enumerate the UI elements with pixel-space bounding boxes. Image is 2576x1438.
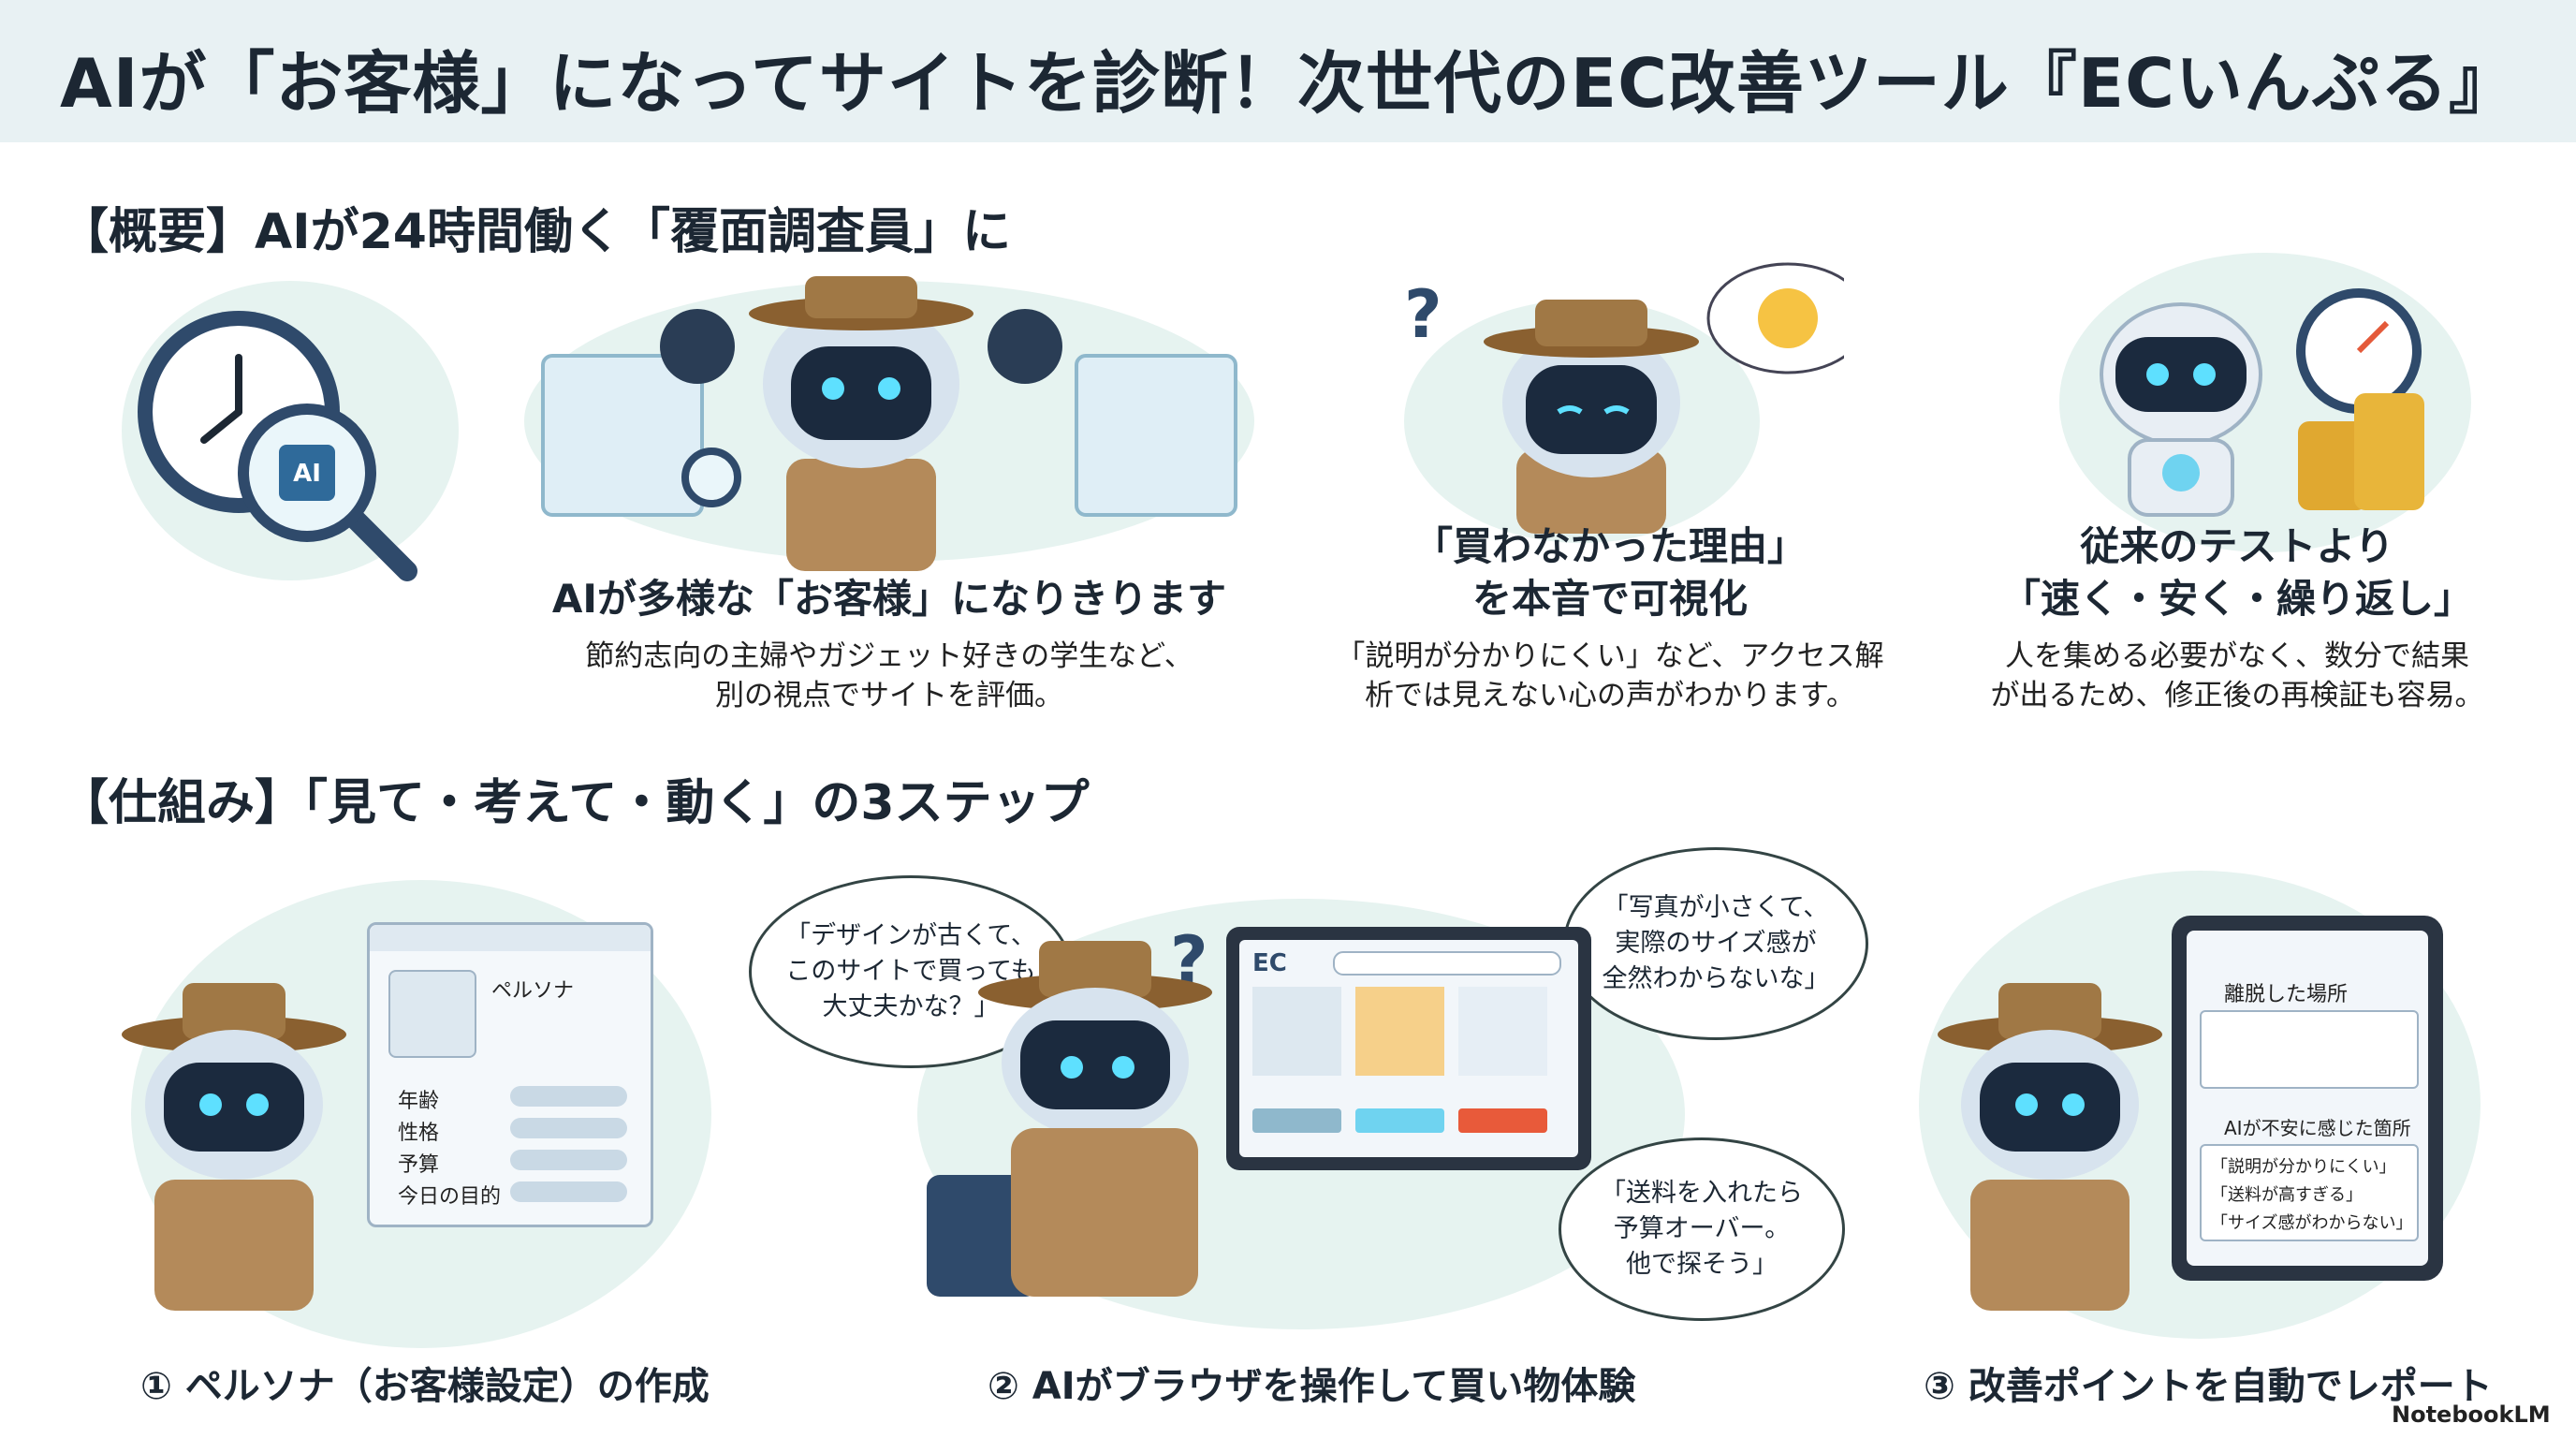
report-section-dropoff: 離脱した場所 [2224, 983, 2349, 1006]
feature-3-desc: 人を集める必要がなく、数分で結果 が出るため、修正後の再検証も容易。 [1990, 639, 2484, 712]
report-section-anxiety: AIが不安に感じた箇所 [2224, 1117, 2411, 1139]
detective-robot-at-computer-illustration: ? [927, 927, 1212, 1297]
robot-stopwatch-coins-illustration [2100, 288, 2424, 517]
persona-dropdown[interactable] [510, 1086, 627, 1107]
detective-robot-pointing-illustration [122, 983, 346, 1311]
feature-3-title: 従来のテストより 「速く・安く・繰り返し」 [2000, 523, 2473, 622]
persona-dropdown[interactable] [510, 1118, 627, 1138]
feature-1-desc: 節約志向の主婦やガジェット好きの学生など、 別の視点でサイトを評価。 [585, 639, 1193, 712]
browser-logo: EC [1252, 949, 1287, 977]
report-item: 「サイズ感がわからない」 [2211, 1213, 2413, 1233]
clock-badge-text: AI [293, 460, 321, 488]
tablet-report: 離脱した場所 AIが不安に感じた箇所 「説明が分かりにくい」 「送料が高すぎる」… [2172, 916, 2443, 1281]
mechanism-heading: 【仕組み】「見て・考えて・動く」の3ステップ [60, 775, 1090, 831]
step-1-label: ① ペルソナ（お客様設定）の作成 [140, 1365, 710, 1408]
cart-icon[interactable] [1458, 987, 1547, 1076]
report-item: 「説明が分かりにくい」 [2211, 1157, 2396, 1177]
overview-heading: 【概要】AIが24時間働く「覆面調査員」に [60, 204, 1011, 260]
persona-card: ペルソナ 年齢 性格 予算 今日の目的 [367, 922, 653, 1227]
sad-detective-robot-illustration: ? [1404, 262, 1844, 534]
anxiety-list: 「説明が分かりにくい」 「送料が高すぎる」 「サイズ感がわからない」 [2200, 1144, 2419, 1241]
persona-field-personality: 性格 [398, 1122, 440, 1145]
computer-monitor: EC [1226, 927, 1591, 1170]
step-2-label: ② AIがブラウザを操作して買い物体験 [988, 1365, 1636, 1408]
detective-robot-disguise-illustration [541, 276, 1237, 571]
feature-2-desc: 「説明が分かりにくい」など、アクセス解 析では見えない心の声がわかります。 [1336, 639, 1884, 712]
persona-name-label: ペルソナ [491, 979, 575, 1003]
detective-robot-presenting-illustration [1938, 983, 2162, 1311]
add-to-cart-button[interactable] [1355, 1108, 1444, 1133]
thought-bubble-2: 「写真が小さくて、 実際のサイズ感が 全然わからないな」 [1563, 847, 1868, 1040]
thought-bubble-3: 「送料を入れたら 予算オーバー。 他で探そう」 [1559, 1137, 1845, 1321]
report-item: 「送料が高すぎる」 [2211, 1185, 2363, 1205]
browser-search-bar[interactable] [1333, 951, 1561, 976]
step-3-label: ③ 改善ポイントを自動でレポート [1924, 1365, 2493, 1408]
persona-field-age: 年齢 [398, 1090, 440, 1113]
persona-field-purpose: 今日の目的 [398, 1185, 502, 1209]
add-to-cart-button[interactable] [1252, 1108, 1341, 1133]
product-tshirt-image[interactable] [1355, 987, 1444, 1076]
page-title: AIが「お客様」になってサイトを診断！次世代のEC改善ツール『ECいんぷる』 [60, 44, 2517, 123]
persona-dropdown[interactable] [510, 1181, 627, 1202]
feature-2-title: 「買わなかった理由」 を本音で可視化 [1412, 523, 1807, 622]
clock-magnifier-icon: AI [138, 311, 417, 581]
header-banner: AIが「お客様」になってサイトを診断！次世代のEC改善ツール『ECいんぷる』 [0, 0, 2576, 142]
notebooklm-logo: NotebookLM [2392, 1401, 2551, 1428]
feature-1-title: AIが多様な「お客様」になりきります [551, 576, 1227, 622]
persona-dropdown[interactable] [510, 1150, 627, 1170]
add-to-cart-button[interactable] [1458, 1108, 1547, 1133]
svg-text:?: ? [1404, 276, 1442, 353]
product-shirt-image[interactable] [1252, 987, 1341, 1076]
persona-field-budget: 予算 [398, 1153, 440, 1177]
dropoff-card [2200, 1010, 2419, 1089]
